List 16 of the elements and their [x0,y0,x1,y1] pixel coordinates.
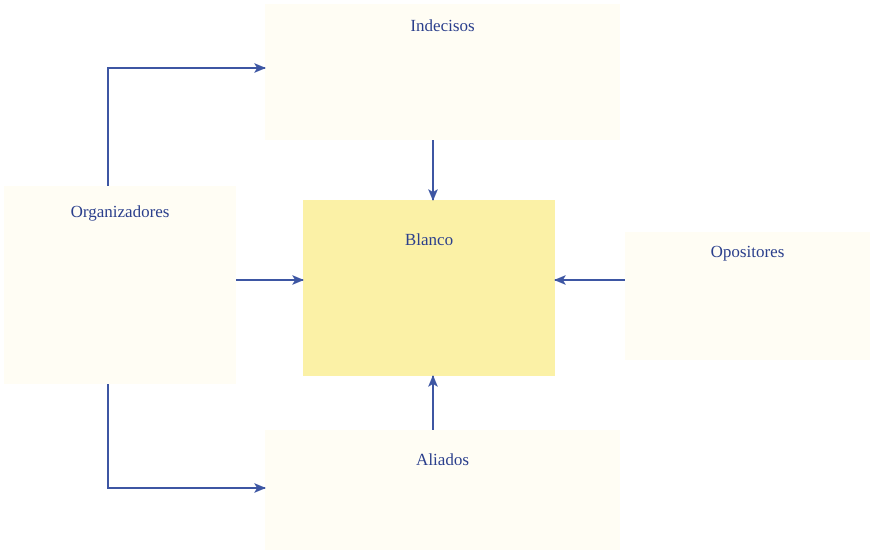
arrow [107,384,266,493]
group-area [4,186,236,384]
arrow [107,63,266,186]
arrow [236,275,304,285]
arrow [428,375,438,430]
group-area [625,232,870,360]
group-area [265,4,620,140]
node-label: Blanco [404,230,454,250]
node-label: Organizadores [70,202,170,222]
node-label: Opositores [710,242,784,262]
group-area [265,430,620,550]
arrow [554,275,625,285]
arrow [428,140,438,201]
target-box [303,200,555,376]
node-label: Aliados [416,450,469,470]
node-label: Indecisos [410,16,475,36]
